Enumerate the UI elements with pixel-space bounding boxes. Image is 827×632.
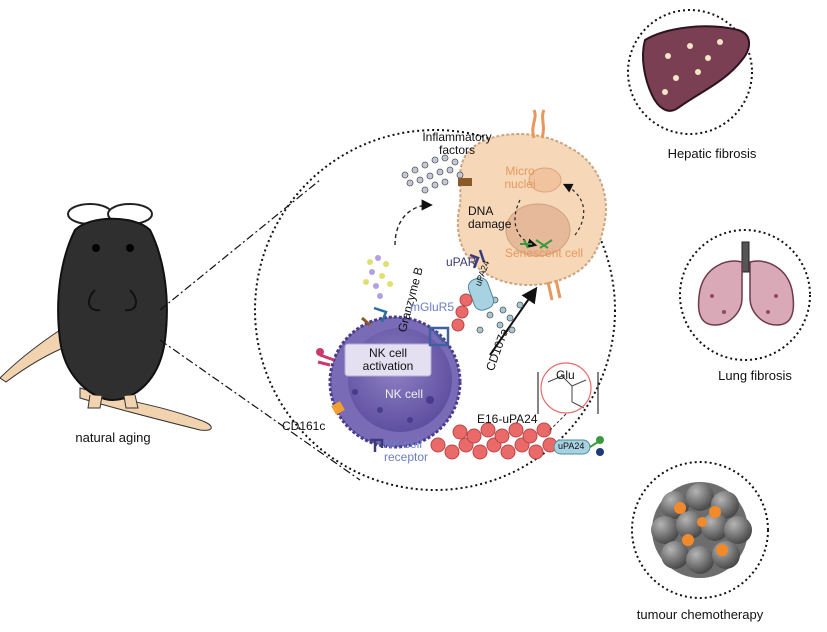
label-e16-upa24: E16-uPA24 — [477, 412, 538, 426]
liver-illustration — [642, 25, 750, 112]
granzyme-dots — [363, 255, 393, 299]
label-inflammatory-factors: Inflammatory factors — [422, 130, 492, 157]
cd107a-arrow — [489, 286, 538, 356]
label-natural-aging: natural aging — [75, 430, 151, 445]
e16-bead-chain — [430, 422, 558, 460]
nk-receptor-brown — [361, 316, 371, 327]
nk-cell — [328, 315, 462, 449]
upa24-tag-dot-blue — [596, 448, 604, 456]
label-glu: Glu — [556, 368, 575, 382]
label-micro-nuclei: Micro nuclei — [504, 164, 536, 191]
label-cd161c: CD161c — [282, 419, 326, 433]
senescent-cell — [456, 109, 607, 301]
label-dna-damage: DNA damage — [468, 204, 512, 231]
mglur5-receptor — [428, 326, 450, 347]
label-mglur5: mGluR5 — [410, 300, 455, 314]
mouse-illustration — [0, 203, 212, 431]
zoom-circle — [254, 129, 616, 491]
label-upar: uPAR — [446, 255, 477, 269]
label-nk-cell: NK cell — [385, 387, 424, 401]
upa24-tag-dot-green — [596, 436, 604, 444]
label-tumour-chemotherapy: tumour chemotherapy — [636, 607, 764, 622]
e-bead-chain-upar — [451, 293, 473, 332]
label-lung-fibrosis: Lung fibrosis — [718, 368, 792, 383]
label-nk-cell-receptor: NK cell receptor — [384, 437, 429, 464]
label-hepatic-fibrosis: Hepatic fibrosis — [667, 146, 757, 161]
nk-receptor-left-head — [316, 348, 324, 356]
inflammatory-factor-dots — [401, 154, 464, 194]
upar-receptor — [469, 249, 486, 269]
label-nk-cell-activation: NK cell activation — [362, 346, 414, 373]
lungs-illustration — [697, 241, 795, 326]
label-senescent-cell: Senescent cell — [505, 246, 584, 260]
label-upa24-tag: uPA24 — [558, 441, 585, 451]
cd161c-receptor — [331, 401, 345, 415]
tumour-illustration — [651, 482, 752, 578]
nk-receptor-top — [373, 306, 388, 323]
zoom-line-top — [159, 179, 321, 311]
zoom-line-bottom — [159, 339, 361, 481]
lung-circle — [679, 229, 811, 361]
granzyme-arrow — [394, 199, 433, 246]
glu-structure — [537, 362, 599, 433]
upa24-tag-link — [589, 441, 599, 448]
senescent-surface-receptor — [458, 178, 472, 186]
nk-cell-receptor-shape — [370, 438, 384, 452]
nk-receptor-left — [317, 353, 335, 367]
